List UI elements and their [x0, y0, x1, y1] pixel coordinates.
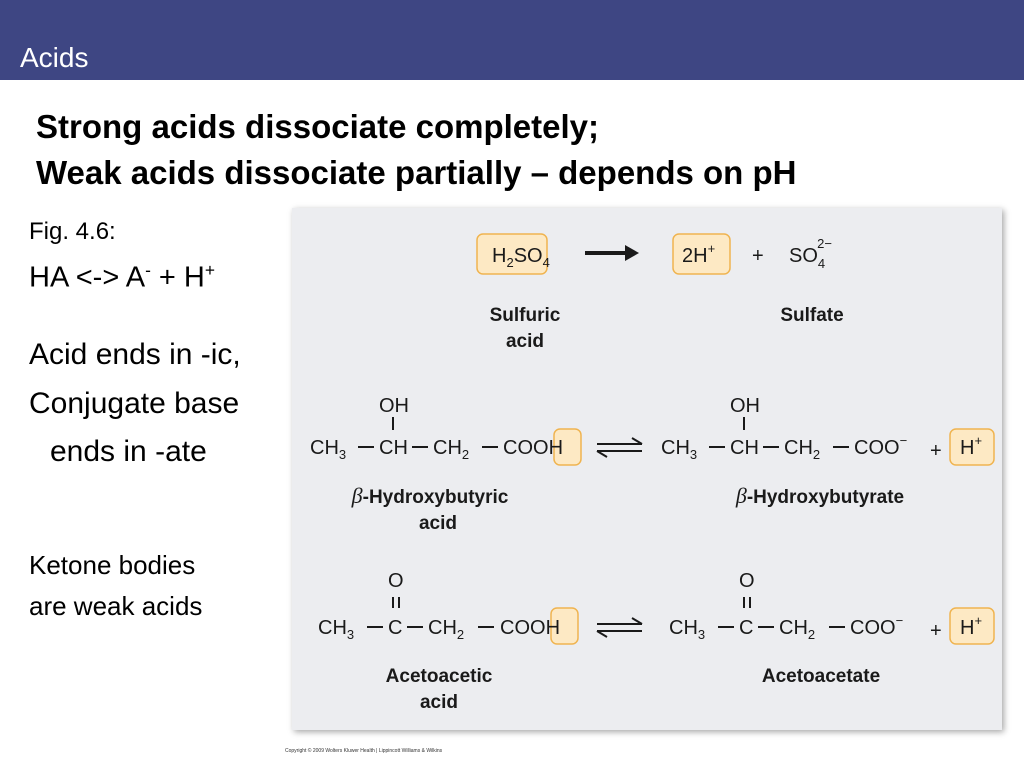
sulfuric-acid-label-1: Sulfuric	[490, 305, 561, 326]
acid-rule-line-1: Acid ends in -ic,	[29, 338, 241, 371]
equation-h-charge: +	[204, 260, 216, 280]
aa-acid-ch3: CH3	[318, 617, 354, 642]
hb-acid-oh: OH	[379, 395, 409, 417]
sulfuric-acid-formula: H2SO4	[492, 245, 550, 270]
proton-highlight-border	[672, 233, 731, 275]
hb-acid-ch: CH	[379, 437, 408, 459]
hb-acid-ch2: CH2	[433, 437, 469, 462]
hb-acid-h-highlight	[554, 429, 581, 465]
sulfuric-acid-label-2: acid	[506, 331, 544, 352]
hb-equilibrium-bottom-barb	[596, 450, 608, 458]
aa-plus: +	[930, 620, 942, 642]
hb-proton-highlight-border	[949, 428, 995, 466]
proton-highlight	[673, 234, 730, 274]
aa-acid-ch2: CH2	[428, 617, 464, 642]
aa-base-c: C	[739, 617, 753, 639]
dissociation-equation: HA <-> A- + H+	[29, 260, 216, 294]
heading-line-1: Strong acids dissociate completely;	[36, 108, 599, 145]
hb-base-ch: CH	[730, 437, 759, 459]
hb-base-ch2: CH2	[784, 437, 820, 462]
figure-panel: H2SO4 2H+ + SO42− Sulfuric acid Sulfate …	[292, 208, 1002, 730]
acid-rule-line-3: ends in -ate	[50, 435, 207, 468]
aa-acid-label-1: Acetoacetic	[386, 666, 493, 687]
hb-acid-h-highlight-border	[553, 428, 582, 466]
sulfuric-acid-highlight	[477, 234, 547, 274]
aa-base-coo: COO−	[850, 613, 903, 639]
aa-acid-c: C	[388, 617, 402, 639]
aa-equilibrium-bottom-barb	[596, 630, 608, 638]
copyright-notice: Copyright © 2009 Wolters Kluwer Health |…	[285, 748, 443, 754]
hb-acid-cooh: COOH	[503, 437, 563, 459]
header-bar	[0, 0, 1024, 80]
aa-acid-o: O	[388, 570, 404, 592]
equation-a-charge: -	[145, 260, 151, 280]
hb-plus: +	[930, 440, 942, 462]
aa-base-ch2: CH2	[779, 617, 815, 642]
aa-acid-h-highlight-border	[550, 607, 579, 645]
proton-product: 2H+	[682, 241, 715, 267]
hb-base-oh: OH	[730, 395, 760, 417]
ketone-note-line-2: are weak acids	[29, 591, 203, 621]
aa-base-o: O	[739, 570, 755, 592]
sulfuric-acid-highlight-border	[476, 233, 548, 275]
hb-base-label: β-Hydroxybutyrate	[735, 483, 904, 508]
aa-base-label: Acetoacetate	[762, 666, 880, 687]
reaction-arrow-head	[625, 245, 639, 261]
aa-base-ch3: CH3	[669, 617, 705, 642]
hb-acid-ch3: CH3	[310, 437, 346, 462]
slide-title: Acids	[20, 42, 89, 73]
aa-equilibrium-top-barb	[631, 617, 643, 625]
equation-ha-a: HA <-> A	[29, 261, 146, 294]
sulfate-formula: SO42−	[789, 236, 832, 271]
aa-proton-highlight-border	[949, 607, 995, 645]
aa-proton: H+	[960, 613, 982, 639]
acid-rule-line-2: Conjugate base	[29, 387, 240, 420]
hb-proton-highlight	[950, 429, 994, 465]
hb-proton: H+	[960, 433, 982, 459]
equation-plus-h: + H	[150, 261, 205, 294]
sulfate-label: Sulfate	[780, 305, 843, 326]
hb-base-coo: COO−	[854, 433, 907, 459]
aa-acid-label-2: acid	[420, 692, 458, 713]
aa-acid-h-highlight	[551, 608, 578, 644]
hb-equilibrium-top-barb	[631, 437, 643, 445]
sulfuric-plus: +	[752, 245, 764, 267]
hb-acid-label-1: β-Hydroxybutyric	[351, 483, 509, 508]
reaction-diagram: H2SO4 2H+ + SO42− Sulfuric acid Sulfate …	[310, 233, 995, 713]
hb-base-ch3: CH3	[661, 437, 697, 462]
hb-acid-label-2: acid	[419, 513, 457, 534]
heading-line-2: Weak acids dissociate partially – depend…	[36, 154, 797, 191]
figure-label: Fig. 4.6:	[29, 218, 116, 245]
aa-proton-highlight	[950, 608, 994, 644]
aa-acid-cooh: COOH	[500, 617, 560, 639]
ketone-note-line-1: Ketone bodies	[29, 550, 196, 580]
